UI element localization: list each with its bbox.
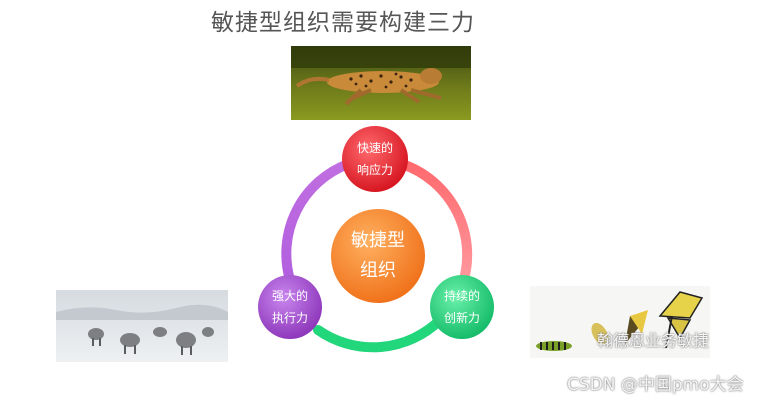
right-node-circle bbox=[430, 275, 494, 339]
left-node-circle bbox=[258, 275, 322, 339]
center-node-circle bbox=[331, 209, 425, 303]
arc-bottom bbox=[313, 315, 445, 353]
top-node-circle bbox=[342, 126, 408, 192]
watermark-brand: 翰德恩业务敏捷 bbox=[597, 331, 710, 350]
watermark-csdn: CSDN @中国pmo大会 bbox=[567, 375, 744, 395]
diagram-title: 敏捷型组织需要构建三力 bbox=[211, 10, 475, 36]
arc-top-left bbox=[281, 159, 353, 285]
left-node-label: 强大的 执行力 bbox=[271, 289, 308, 325]
center-node-label: 敏捷型 组织 bbox=[351, 230, 405, 281]
right-node-label: 持续的 创新力 bbox=[443, 289, 480, 325]
top-node-label: 快速的 响应力 bbox=[356, 141, 393, 177]
cheetah-image bbox=[291, 46, 471, 120]
wolves-image bbox=[56, 290, 228, 362]
caterpillar-butterfly-image bbox=[530, 286, 710, 358]
arc-top-right bbox=[397, 159, 473, 291]
